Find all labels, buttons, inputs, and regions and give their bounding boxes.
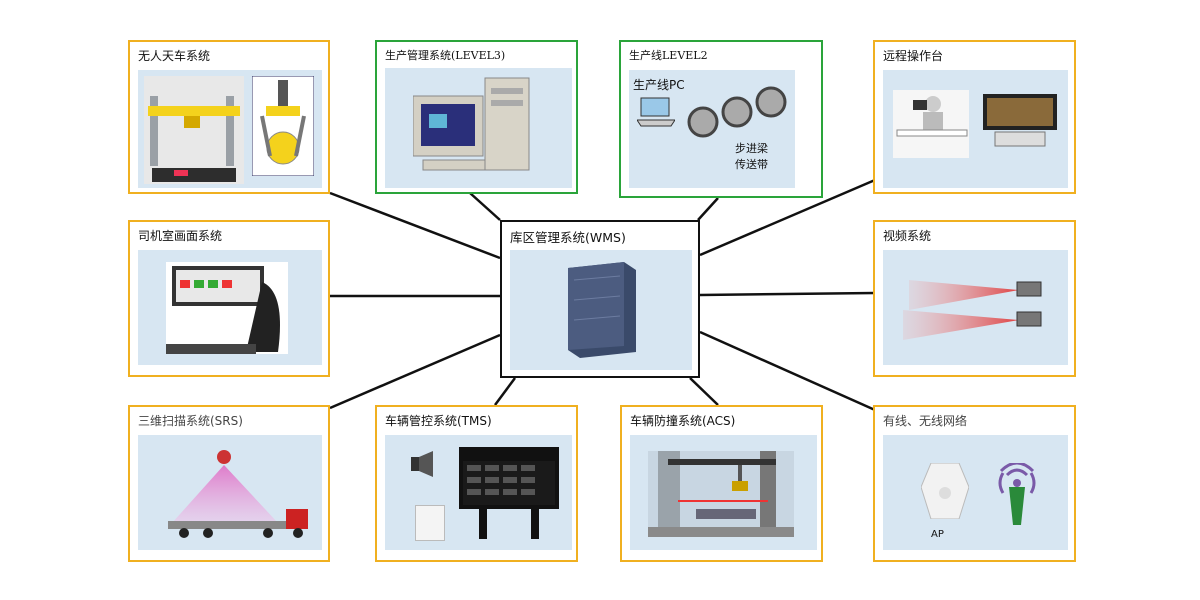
conveyor-label-1: 步进梁 [735,142,768,155]
server-icon [568,262,636,358]
pc-label: 生产线PC [633,78,685,92]
camera-icon [903,280,1042,340]
node-label: 司机室画面系统 [138,229,223,243]
node-tms[interactable]: 车辆管控系统(TMS) [375,405,578,562]
crane-icon [144,76,244,184]
gripper-icon [252,76,314,176]
antenna-icon [998,463,1036,525]
link-crane [329,191,501,260]
speaker-icon [411,451,433,477]
node-label: 视频系统 [883,229,932,243]
operator-desk-icon [893,90,969,158]
link-line [697,197,719,221]
node-label: 无人天车系统 [138,49,211,63]
scanner-truck-icon [168,450,308,538]
cabin-screen-icon [983,94,1057,147]
link-net [699,330,876,412]
node-prod-line[interactable]: 生产线LEVEL2 生产线PC 步进梁 传送带 [619,40,823,198]
laptop-icon [637,97,675,127]
link-acs [689,377,719,406]
node-label: 三维扫描系统(SRS) [138,414,243,428]
display-board-icon [459,447,559,539]
link-video [699,291,876,297]
node-srs[interactable]: 三维扫描系统(SRS) [128,405,330,562]
access-point-icon [921,463,969,519]
node-crane[interactable]: 无人天车系统 [128,40,330,194]
node-label: 生产管理系统(LEVEL3) [385,49,506,62]
link-srs [329,333,501,410]
link-remote [699,178,876,257]
conveyor-label-2: 传送带 [735,158,768,171]
node-video[interactable]: 视频系统 [873,220,1076,377]
center-label: 库区管理系统(WMS) [510,230,626,245]
node-label: 有线、无线网络 [883,414,968,428]
gantry-icon [648,451,794,537]
node-acs[interactable]: 车辆防撞系统(ACS) [620,405,823,562]
node-label: 车辆防撞系统(ACS) [630,414,736,428]
node-wms[interactable]: 库区管理系统(WMS) [500,220,700,378]
node-label: 生产线LEVEL2 [629,49,708,62]
link-prod [469,192,501,221]
card-reader-icon [415,505,445,541]
node-network[interactable]: 有线、无线网络 AP [873,405,1076,562]
node-prod-mgmt[interactable]: 生产管理系统(LEVEL3) [375,40,578,194]
link-tms [493,377,517,406]
node-remote[interactable]: 远程操作台 [873,40,1076,194]
cabin-panel-icon [166,262,288,354]
node-label: 远程操作台 [883,49,944,63]
node-label: 车辆管控系统(TMS) [385,414,492,428]
computer-icon [413,77,530,171]
ap-label: AP [931,529,944,540]
node-cabin[interactable]: 司机室画面系统 [128,220,330,377]
conveyor-icon [687,86,787,138]
